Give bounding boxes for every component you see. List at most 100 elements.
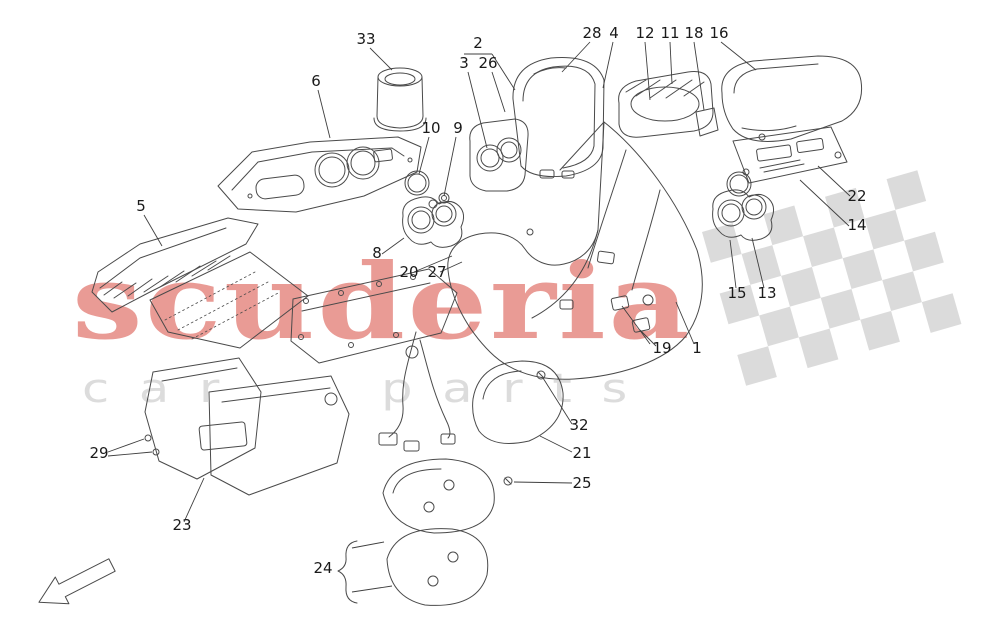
leader-line-32 (542, 377, 573, 425)
brace-24 (337, 540, 358, 604)
leader-line-6 (317, 89, 331, 139)
part-10-9-8-cupholder-insert (402, 170, 465, 248)
leader-line-22 (817, 165, 851, 197)
leader-line-27 (439, 261, 463, 273)
part-label-10: 10 (421, 119, 440, 137)
leader-line-4 (602, 41, 614, 89)
leader-line-8 (381, 237, 405, 255)
flag-square (860, 310, 900, 351)
leader-line-24 (351, 585, 393, 593)
part-label-33: 33 (356, 30, 375, 48)
flag-square (825, 187, 865, 228)
part-label-5: 5 (136, 197, 146, 215)
watermark-subtitle-text: car parts (82, 366, 657, 412)
part-label-12: 12 (635, 24, 654, 42)
flag-square (759, 306, 799, 347)
part-label-6: 6 (311, 72, 321, 90)
part-label-19: 19 (652, 339, 671, 357)
part-22-14-mounting-frame (732, 126, 848, 184)
direction-arrow-icon (38, 558, 116, 605)
flag-square (803, 227, 843, 268)
part-label-15: 15 (727, 284, 746, 302)
leader-line-1 (675, 301, 695, 345)
leader-line-29 (107, 438, 145, 453)
flag-square (702, 223, 742, 263)
flag-square (798, 328, 839, 369)
part-label-22: 22 (847, 187, 866, 205)
part-16-armrest-cushion (721, 55, 863, 142)
part-label-20: 20 (399, 263, 418, 281)
part-label-26: 26 (478, 54, 497, 72)
part-5-sill-trim (91, 217, 309, 349)
part-label-14: 14 (847, 216, 866, 234)
part-label-18: 18 (684, 24, 703, 42)
leader-line-25 (513, 481, 573, 484)
leader-line-2 (491, 53, 516, 91)
leader-line-14 (799, 179, 850, 227)
part-21-32-rear-cover (472, 360, 564, 444)
leader-line-19 (639, 329, 657, 347)
leader-line-13 (751, 237, 765, 289)
leader-line-5 (143, 214, 163, 247)
leader-line-19 (621, 305, 651, 345)
part-label-11: 11 (660, 24, 679, 42)
leader-line-10 (418, 136, 430, 175)
part-label-2: 2 (473, 34, 483, 52)
leader-line-26 (491, 71, 506, 113)
leader-line-11 (669, 41, 673, 85)
leader-line-18 (693, 41, 705, 111)
part-label-9: 9 (453, 119, 463, 137)
leader-line-20 (413, 255, 453, 273)
part-12-11-armrest-pad (618, 71, 714, 138)
flag-square (741, 245, 782, 285)
part-label-1: 1 (692, 339, 702, 357)
flag-square (719, 284, 760, 325)
flag-square (763, 205, 804, 246)
leader-line-12 (644, 41, 651, 101)
part-label-29: 29 (89, 444, 108, 462)
part-20-27-mounting-panel-harness (290, 268, 458, 452)
front-cupholder-panel (469, 118, 529, 192)
flag-square (864, 209, 905, 250)
part-label-24: 24 (313, 559, 332, 577)
part-label-3: 3 (459, 54, 469, 72)
leader-line-29 (107, 451, 153, 457)
leader-line-33 (369, 47, 393, 71)
flag-square (820, 288, 861, 329)
part-label-27: 27 (427, 263, 446, 281)
part-label-25: 25 (572, 474, 591, 492)
leader-line-23 (183, 477, 205, 523)
part-label-32: 32 (569, 416, 588, 434)
flag-square (842, 249, 883, 289)
leader-line-16 (720, 41, 757, 71)
part-label-23: 23 (172, 516, 191, 534)
leader-line-28 (561, 41, 591, 73)
flag-square (737, 346, 777, 386)
console-lid-assembly (512, 56, 605, 179)
part-label-16: 16 (709, 24, 728, 42)
part-18-spacer (695, 107, 719, 137)
flag-square (882, 271, 922, 311)
checkered-flag-graphic (702, 170, 962, 386)
flag-square (921, 293, 962, 333)
part-label-8: 8 (372, 244, 382, 262)
part-25-screw (503, 476, 513, 486)
part-6-console-trim-panel (217, 136, 422, 213)
leader-line-15 (729, 239, 737, 289)
part-19-clips (610, 295, 651, 333)
part-33-storage-bin (373, 67, 427, 132)
leader-line-3 (467, 71, 488, 149)
part-1-console-body (447, 121, 703, 380)
leader-line-9 (443, 136, 457, 197)
part-label-21: 21 (572, 444, 591, 462)
part-label-13: 13 (757, 284, 776, 302)
part-24-rear-covers (382, 458, 495, 606)
flag-square (904, 231, 944, 272)
flag-square (886, 170, 927, 210)
flag-square (781, 267, 821, 307)
leader-line-24 (351, 541, 385, 549)
leader-line-21 (539, 435, 573, 453)
part-23-29-side-panels (144, 357, 350, 496)
